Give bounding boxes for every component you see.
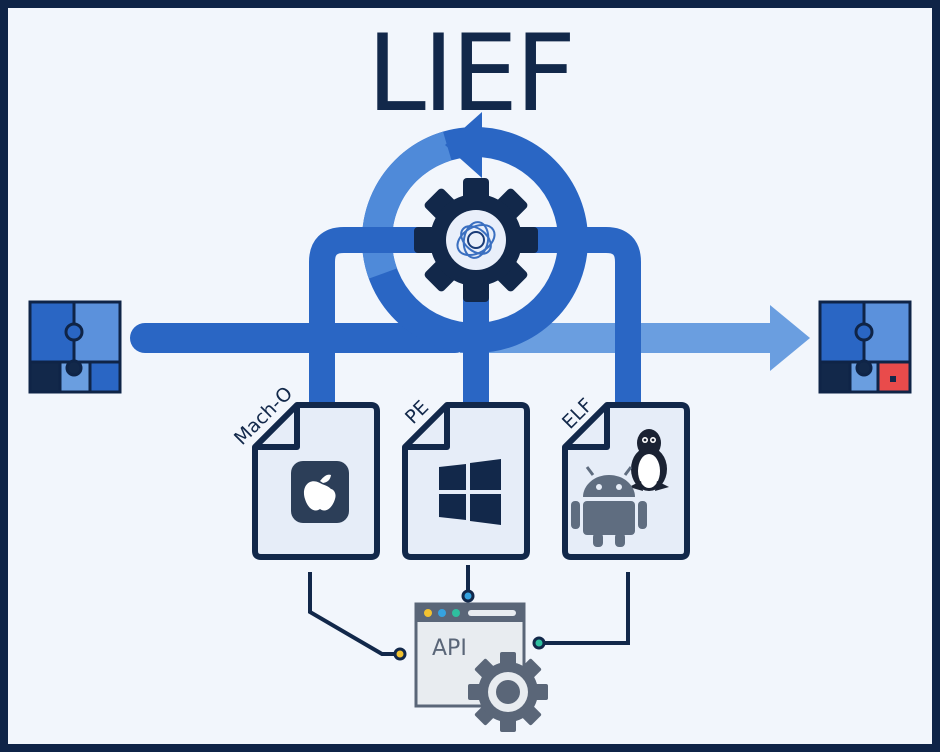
api-gear-icon — [468, 652, 548, 732]
windows-icon — [439, 459, 501, 525]
apple-icon — [291, 461, 349, 523]
macho-document — [252, 402, 380, 560]
lief-logo-icon — [456, 221, 496, 259]
android-icon — [571, 466, 647, 547]
pipe-macho — [309, 227, 420, 405]
api-label: API — [432, 636, 467, 661]
flow-arrow-head — [770, 305, 810, 371]
diagram-title: LIEF — [367, 12, 573, 135]
output-puzzle-icon — [818, 300, 912, 394]
ring-arrow-head — [445, 112, 482, 178]
elf-api-connector — [542, 572, 630, 645]
input-puzzle-icon — [28, 300, 122, 394]
linux-tux-icon — [629, 429, 669, 491]
central-gear-icon — [414, 178, 538, 302]
pipe-elf — [530, 227, 641, 405]
pe-document — [402, 402, 530, 560]
macho-api-connector — [308, 572, 398, 656]
flow-arrow-left — [130, 323, 470, 353]
elf-document — [562, 402, 690, 560]
